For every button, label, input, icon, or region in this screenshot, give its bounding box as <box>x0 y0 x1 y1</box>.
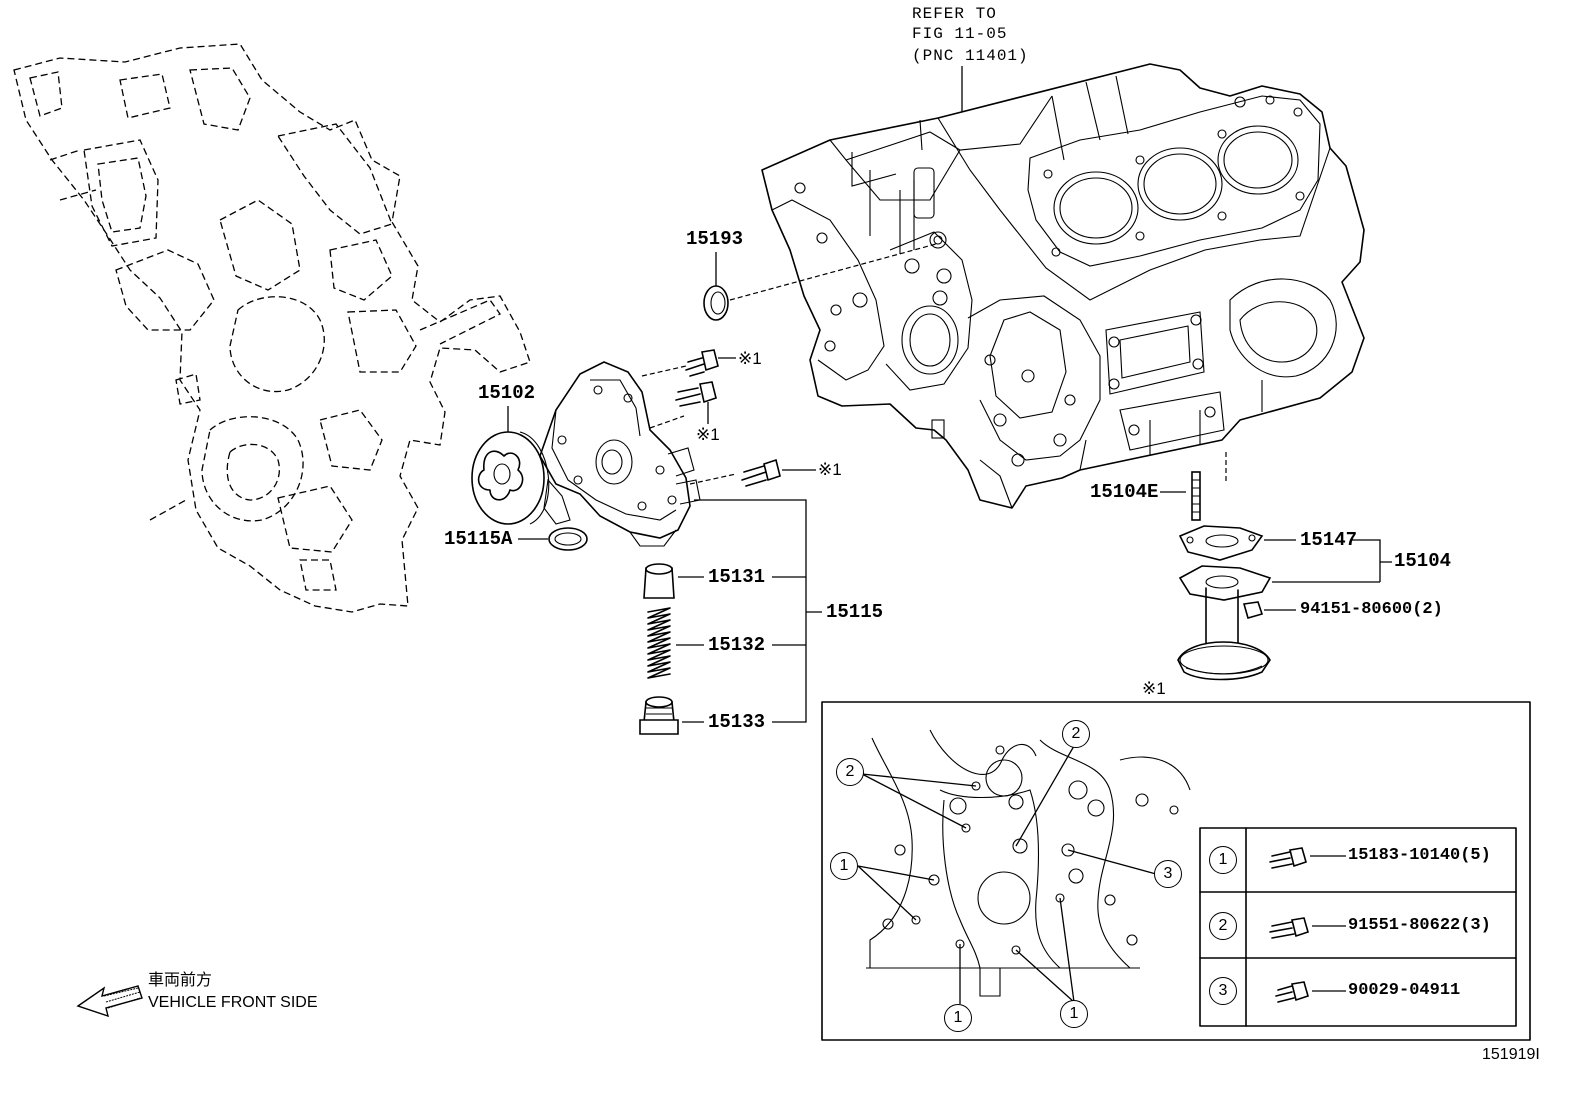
label-15102: 15102 <box>478 382 536 404</box>
relief-spring-15132 <box>647 607 704 679</box>
legend-part-1: 15183-10140(5) <box>1348 846 1491 865</box>
label-15115A: 15115A <box>444 528 513 550</box>
detail-callout-1-bottom-a: 1 <box>944 1004 972 1032</box>
label-15133: 15133 <box>708 711 766 733</box>
detail-callout-3: 3 <box>1154 860 1182 888</box>
o-ring-15115A <box>518 527 588 551</box>
legend-part-2: 91551-80622(3) <box>1348 916 1491 935</box>
legend-num-2: 2 <box>1209 912 1237 940</box>
marker-ref1-c: ※1 <box>818 460 842 479</box>
vehicle-front-jp: 車両前方 <box>148 972 213 989</box>
marker-ref1-b: ※1 <box>696 425 720 444</box>
legend-bolt-3 <box>1275 981 1346 1003</box>
marker-ref1-a: ※1 <box>738 349 762 368</box>
legend-part-3: 90029-04911 <box>1348 981 1461 1000</box>
detail-box <box>821 701 1531 1041</box>
bolt-legend-table <box>1199 827 1517 1027</box>
detail-leaders <box>857 745 1157 1004</box>
pump-bolt-2 <box>675 381 717 424</box>
label-15104E: 15104E <box>1090 481 1159 503</box>
detail-callout-2-top: 2 <box>1062 720 1090 748</box>
detail-header-ref1: ※1 <box>1142 679 1166 698</box>
refer-line-2: FIG 11-05 <box>912 25 1008 43</box>
detail-callout-1-left: 1 <box>830 852 858 880</box>
oil-strainer-15104 <box>1160 471 1392 681</box>
label-15193: 15193 <box>686 228 744 250</box>
bolt1-dashed <box>641 365 687 377</box>
label-94151: 94151-80600(2) <box>1300 600 1443 619</box>
legend-num-3: 3 <box>1209 977 1237 1005</box>
relief-plug-15133 <box>639 696 704 735</box>
detail-callout-2-left: 2 <box>836 758 864 786</box>
refer-line-1: REFER TO <box>912 5 997 23</box>
label-15147: 15147 <box>1300 529 1358 551</box>
detail-callout-1-bottom-b: 1 <box>1060 1000 1088 1028</box>
legend-num-1: 1 <box>1209 846 1237 874</box>
pump-bolt-1 <box>685 349 736 377</box>
oil-seal-15193 <box>703 252 729 321</box>
legend-bolt-1 <box>1269 847 1346 869</box>
vehicle-front-arrow-icon <box>76 985 143 1018</box>
label-15132: 15132 <box>708 634 766 656</box>
figure-id: 151919I <box>1482 1046 1540 1063</box>
seal-dashed-leader <box>729 243 937 301</box>
label-15115: 15115 <box>826 601 884 623</box>
pump-bolt-3 <box>741 458 816 487</box>
pump-rotor-15102 <box>471 406 550 525</box>
bracket-15115 <box>694 499 807 723</box>
detail-pump-face <box>866 729 1191 997</box>
refer-line-3: (PNC 11401) <box>912 47 1029 65</box>
legend-bolt-2 <box>1269 917 1346 939</box>
vehicle-front-en: VEHICLE FRONT SIDE <box>148 994 318 1011</box>
relief-valve-15131 <box>643 563 704 599</box>
cylinder-block <box>761 63 1365 509</box>
bolt2-dashed <box>649 415 685 429</box>
timing-cover-phantom <box>13 43 531 613</box>
oil-pump-body <box>539 361 701 547</box>
bracket-15115-branches <box>772 576 822 646</box>
label-15104: 15104 <box>1394 550 1452 572</box>
label-15131: 15131 <box>708 566 766 588</box>
